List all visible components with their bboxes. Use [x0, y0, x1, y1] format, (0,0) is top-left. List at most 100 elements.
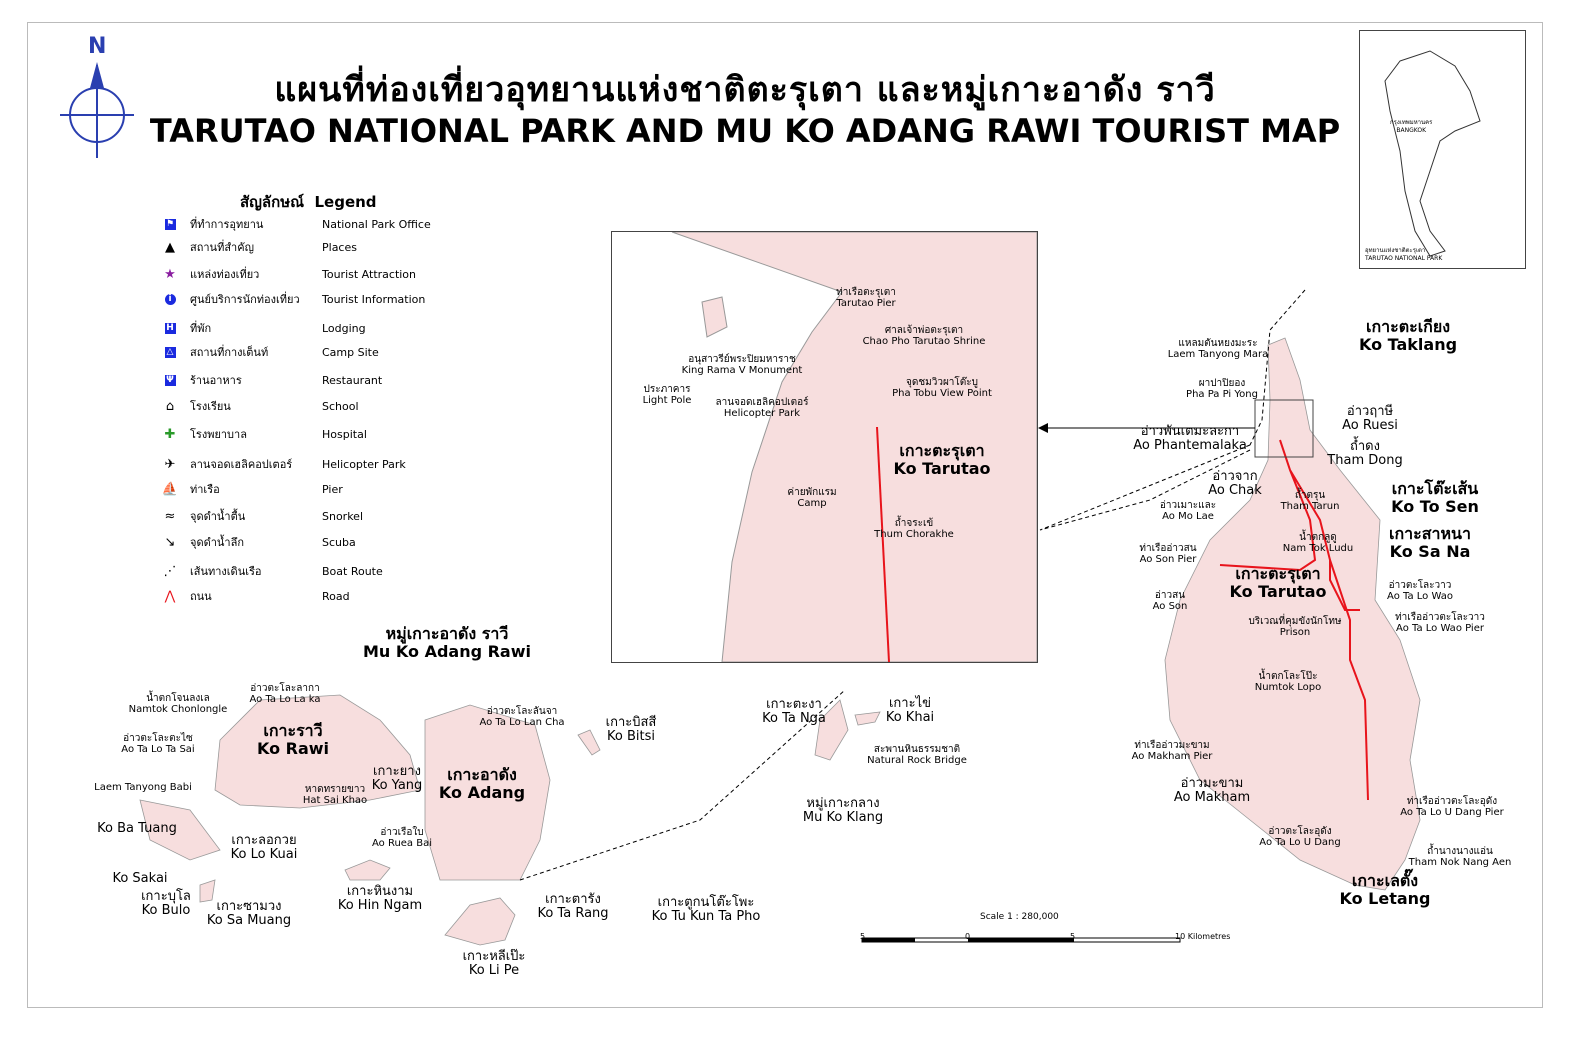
label-thai: เกาะสาหนา: [1389, 524, 1471, 543]
label-english: Pha Pa Pi Yong: [1186, 389, 1258, 400]
map-frame: [27, 22, 1543, 1008]
label-thai: อ่าวฤาษี: [1346, 404, 1394, 419]
label-english: Laem Tanyong Mara: [1167, 349, 1269, 360]
legend-en-label: School: [322, 399, 359, 413]
label-english: Ko Tarutao: [1229, 581, 1327, 601]
label-english: Tham Tarun: [1280, 501, 1340, 512]
title-english: TARUTAO NATIONAL PARK AND MU KO ADANG RA…: [149, 112, 1341, 150]
label-english: Ko Adang: [438, 782, 526, 802]
label-th: เกาะตะรุเตา: [899, 441, 985, 460]
label-english: Ao Ta Lo U Dang Pier: [1400, 807, 1504, 818]
label-thai: อ่าวเรือใบ: [380, 827, 424, 838]
label-en: Ko Tarutao: [893, 458, 991, 478]
label-thai: เกาะเลตั๊ง: [1351, 871, 1419, 890]
compass-north-label: N: [88, 34, 107, 59]
label-thai: เกาะตะเกียง: [1365, 317, 1451, 336]
legend-th-label: โรงพยาบาล: [190, 428, 247, 441]
label-thai: ถ้ำนางนางแอ่น: [1427, 846, 1493, 857]
label-english: Numtok Lopo: [1254, 682, 1322, 693]
label-english: Ko Sa Muang: [206, 913, 292, 929]
label-english: Ko Tu Kun Ta Pho: [651, 909, 761, 925]
label-thai: เกาะหลีเป๊ะ: [462, 949, 526, 964]
label-en: Chao Pho Tarutao Shrine: [862, 336, 986, 347]
locator-park-thai: อุทยานแห่งชาติตะรุเตา: [1365, 247, 1426, 254]
label-thai: เกาะซามวง: [216, 899, 282, 914]
legend-en-label: Boat Route: [322, 564, 383, 578]
legend-en-label: Camp Site: [322, 345, 379, 359]
map-label: เกาะบิสสีKo Bitsi: [605, 715, 657, 745]
label-thai: อ่าวจาก: [1212, 469, 1258, 484]
label-th: ประภาคาร: [643, 384, 691, 395]
triangle-icon: ▲: [165, 239, 175, 255]
legend-item: ✈ลานจอดเฮลิคอปเตอร์Helicopter Park: [150, 454, 452, 474]
map-label: Ko Sakai: [112, 871, 168, 886]
label-thai: น้ำตกโจนลงเล: [146, 693, 210, 704]
label-english: Ao Ruesi: [1342, 418, 1398, 434]
label-english: Ao Ruea Bai: [371, 838, 433, 849]
label-thai: ท่าเรืออ่าวตะโละวาว: [1395, 612, 1485, 623]
scale-tick: 0: [965, 932, 971, 941]
label-english: Laem Tanyong Babi: [94, 782, 192, 793]
scale-bar-graphic: [861, 937, 1181, 943]
label-thai: เกาะบิสสี: [605, 715, 657, 730]
label-th: อนุสาวรีย์พระปิยมหาราช: [688, 354, 796, 365]
label-english: Ko Ba Tuang: [97, 821, 177, 836]
label-thai: แหลมตันหยงมะระ: [1178, 338, 1258, 349]
legend-en-label: Restaurant: [322, 373, 383, 387]
label-english: Ko Lo Kuai: [230, 847, 298, 863]
label-thai: อ่าวตะโละวาว: [1388, 580, 1452, 591]
locator-bangkok-thai: กรุงเทพมหานคร: [1390, 119, 1433, 126]
inset-islet: [701, 296, 728, 338]
label-english: Ao Ta Lo U Dang: [1259, 837, 1341, 848]
label-thai: ผาปาปิยอง: [1198, 378, 1246, 389]
map-label: น้ำตกลูดูNam Tok Ludu: [1283, 532, 1353, 554]
arrow-icon: [1038, 423, 1048, 433]
label-thai: สะพานหินธรรมชาติ: [873, 744, 961, 755]
label-english: Namtok Chonlongle: [128, 704, 228, 715]
label-english: Ko Ta Rang: [537, 906, 609, 922]
island-ko-tarutao: [1164, 337, 1421, 891]
scale-label: Scale 1 : 280,000: [980, 912, 1059, 922]
label-thai: น้ำตกโละโป๊ะ: [1258, 671, 1318, 682]
legend-th-label: แหล่งท่องเที่ยว: [190, 268, 260, 281]
legend-th-label: ลานจอดเฮลิคอปเตอร์: [190, 458, 293, 471]
label-english: Ko Bulo: [141, 903, 191, 919]
label-thai: เกาะราวี: [263, 721, 323, 740]
label-en: Thum Chorakhe: [874, 529, 954, 540]
label-english: Tham Dong: [1327, 453, 1403, 469]
boat-route: [519, 289, 1306, 881]
island-ko-sa-muang: [199, 879, 216, 903]
island-ko-ta-nga: [814, 699, 849, 761]
restaurant-icon: Ψ: [164, 374, 176, 386]
legend-th-label: จุดดำน้ำตื้น: [190, 510, 246, 523]
boat-route-icon: ⋰: [163, 563, 177, 579]
legend-en-label: Snorkel: [322, 509, 364, 523]
label-th: ศาลเจ้าพ่อตะรุเตา: [884, 325, 964, 336]
label-english: Ao Son Pier: [1139, 554, 1197, 565]
label-english: Ko Yang: [371, 778, 423, 794]
label-thai: เกาะโต๊ะเส้น: [1391, 479, 1479, 498]
legend-en-label: Lodging: [322, 321, 366, 335]
compass-icon: [60, 62, 134, 158]
label-english: Ko Sakai: [112, 871, 168, 886]
lodging-icon: H: [164, 322, 176, 334]
